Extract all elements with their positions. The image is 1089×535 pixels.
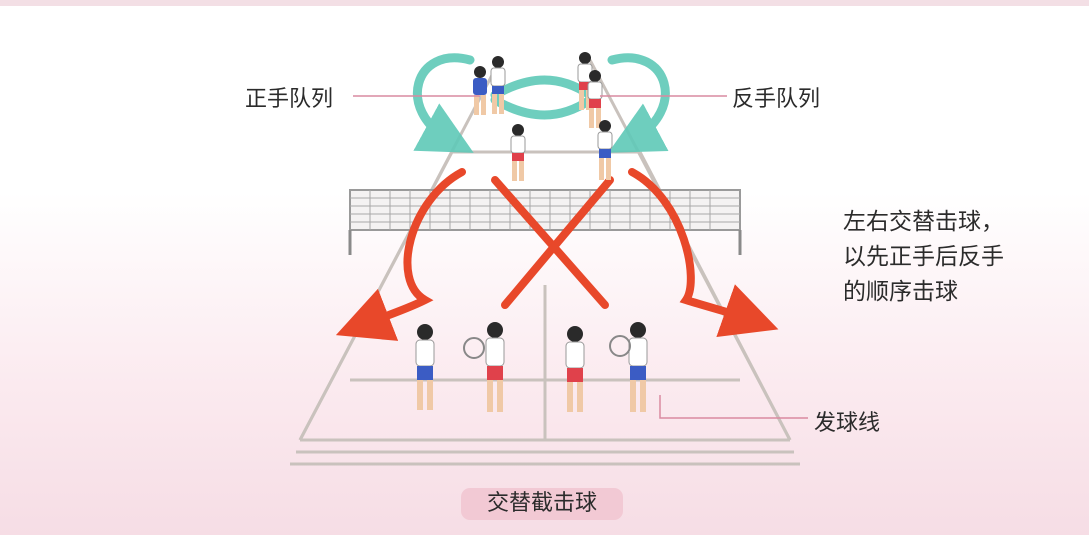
serve-line-label: 发球线 <box>814 411 881 436</box>
instruction-note: 左右交替击球， 以先正手后反手 的顺序击球 <box>843 205 1004 310</box>
shot-arrows <box>335 168 779 341</box>
forehand-queue-label: 正手队列 <box>245 87 334 112</box>
players-top <box>473 52 613 181</box>
players-bottom <box>415 322 648 412</box>
instruction-line-2: 以先正手后反手 <box>843 244 1004 270</box>
figure-caption: 交替截击球 <box>461 488 623 520</box>
leader-lines <box>353 95 808 419</box>
top-band <box>0 0 1089 6</box>
backhand-queue-label: 反手队列 <box>732 87 821 112</box>
rotation-arrows <box>412 53 670 153</box>
instruction-line-1: 左右交替击球， <box>843 209 1004 235</box>
instruction-line-3: 的顺序击球 <box>843 279 958 305</box>
